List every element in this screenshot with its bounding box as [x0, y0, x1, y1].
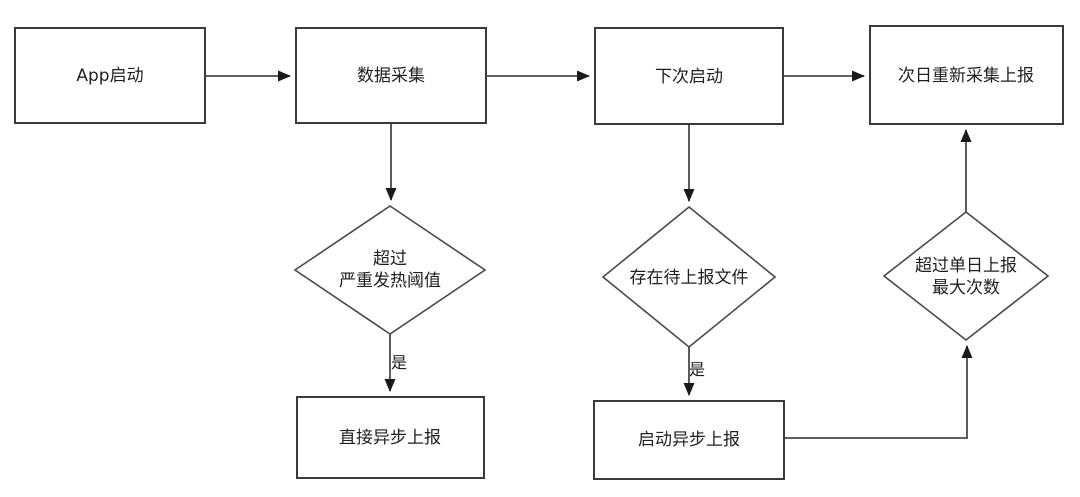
edge-async-report-to-max-count-check — [784, 345, 973, 439]
node-pending-file-check: 存在待上报文件 — [601, 205, 777, 349]
overheat-check-diamond — [293, 205, 487, 335]
async-report-box — [593, 400, 785, 480]
node-data-collect: 数据采集 — [295, 27, 487, 124]
overheat-yes-edge-label: 是 — [391, 353, 407, 372]
next-launch-label: 下次启动 — [655, 67, 723, 87]
node-next-day-report: 次日重新采集上报 — [869, 25, 1064, 125]
data-collect-box — [295, 27, 487, 124]
node-async-report: 启动异步上报 — [593, 400, 785, 480]
node-overheat-check: 超过 严重发热阈值 — [293, 205, 487, 335]
max-count-check-label-line2: 最大次数 — [932, 278, 1000, 298]
app-start-box — [14, 27, 206, 124]
max-count-check-label-line1: 超过单日上报 — [915, 256, 1017, 276]
node-next-launch: 下次启动 — [594, 27, 784, 125]
next-day-report-label: 次日重新采集上报 — [898, 66, 1034, 86]
overheat-check-label-line2: 严重发热阈值 — [339, 271, 441, 291]
async-report-label: 启动异步上报 — [638, 430, 740, 450]
node-app-start: App启动 — [14, 27, 206, 124]
next-launch-box — [594, 27, 784, 125]
direct-report-box — [296, 396, 485, 479]
pending-file-yes-edge-label: 是 — [689, 360, 705, 379]
pending-file-check-label: 存在待上报文件 — [630, 268, 749, 288]
pending-file-check-diamond — [601, 205, 777, 349]
data-collect-label: 数据采集 — [357, 66, 425, 86]
app-start-label: App启动 — [76, 66, 143, 86]
node-direct-report: 直接异步上报 — [296, 396, 485, 479]
direct-report-label: 直接异步上报 — [339, 428, 441, 448]
overheat-check-label-line1: 超过 — [373, 249, 407, 269]
node-max-count-check: 超过单日上报 最大次数 — [882, 210, 1050, 342]
max-count-check-diamond — [882, 210, 1050, 342]
next-day-report-box — [869, 25, 1064, 125]
